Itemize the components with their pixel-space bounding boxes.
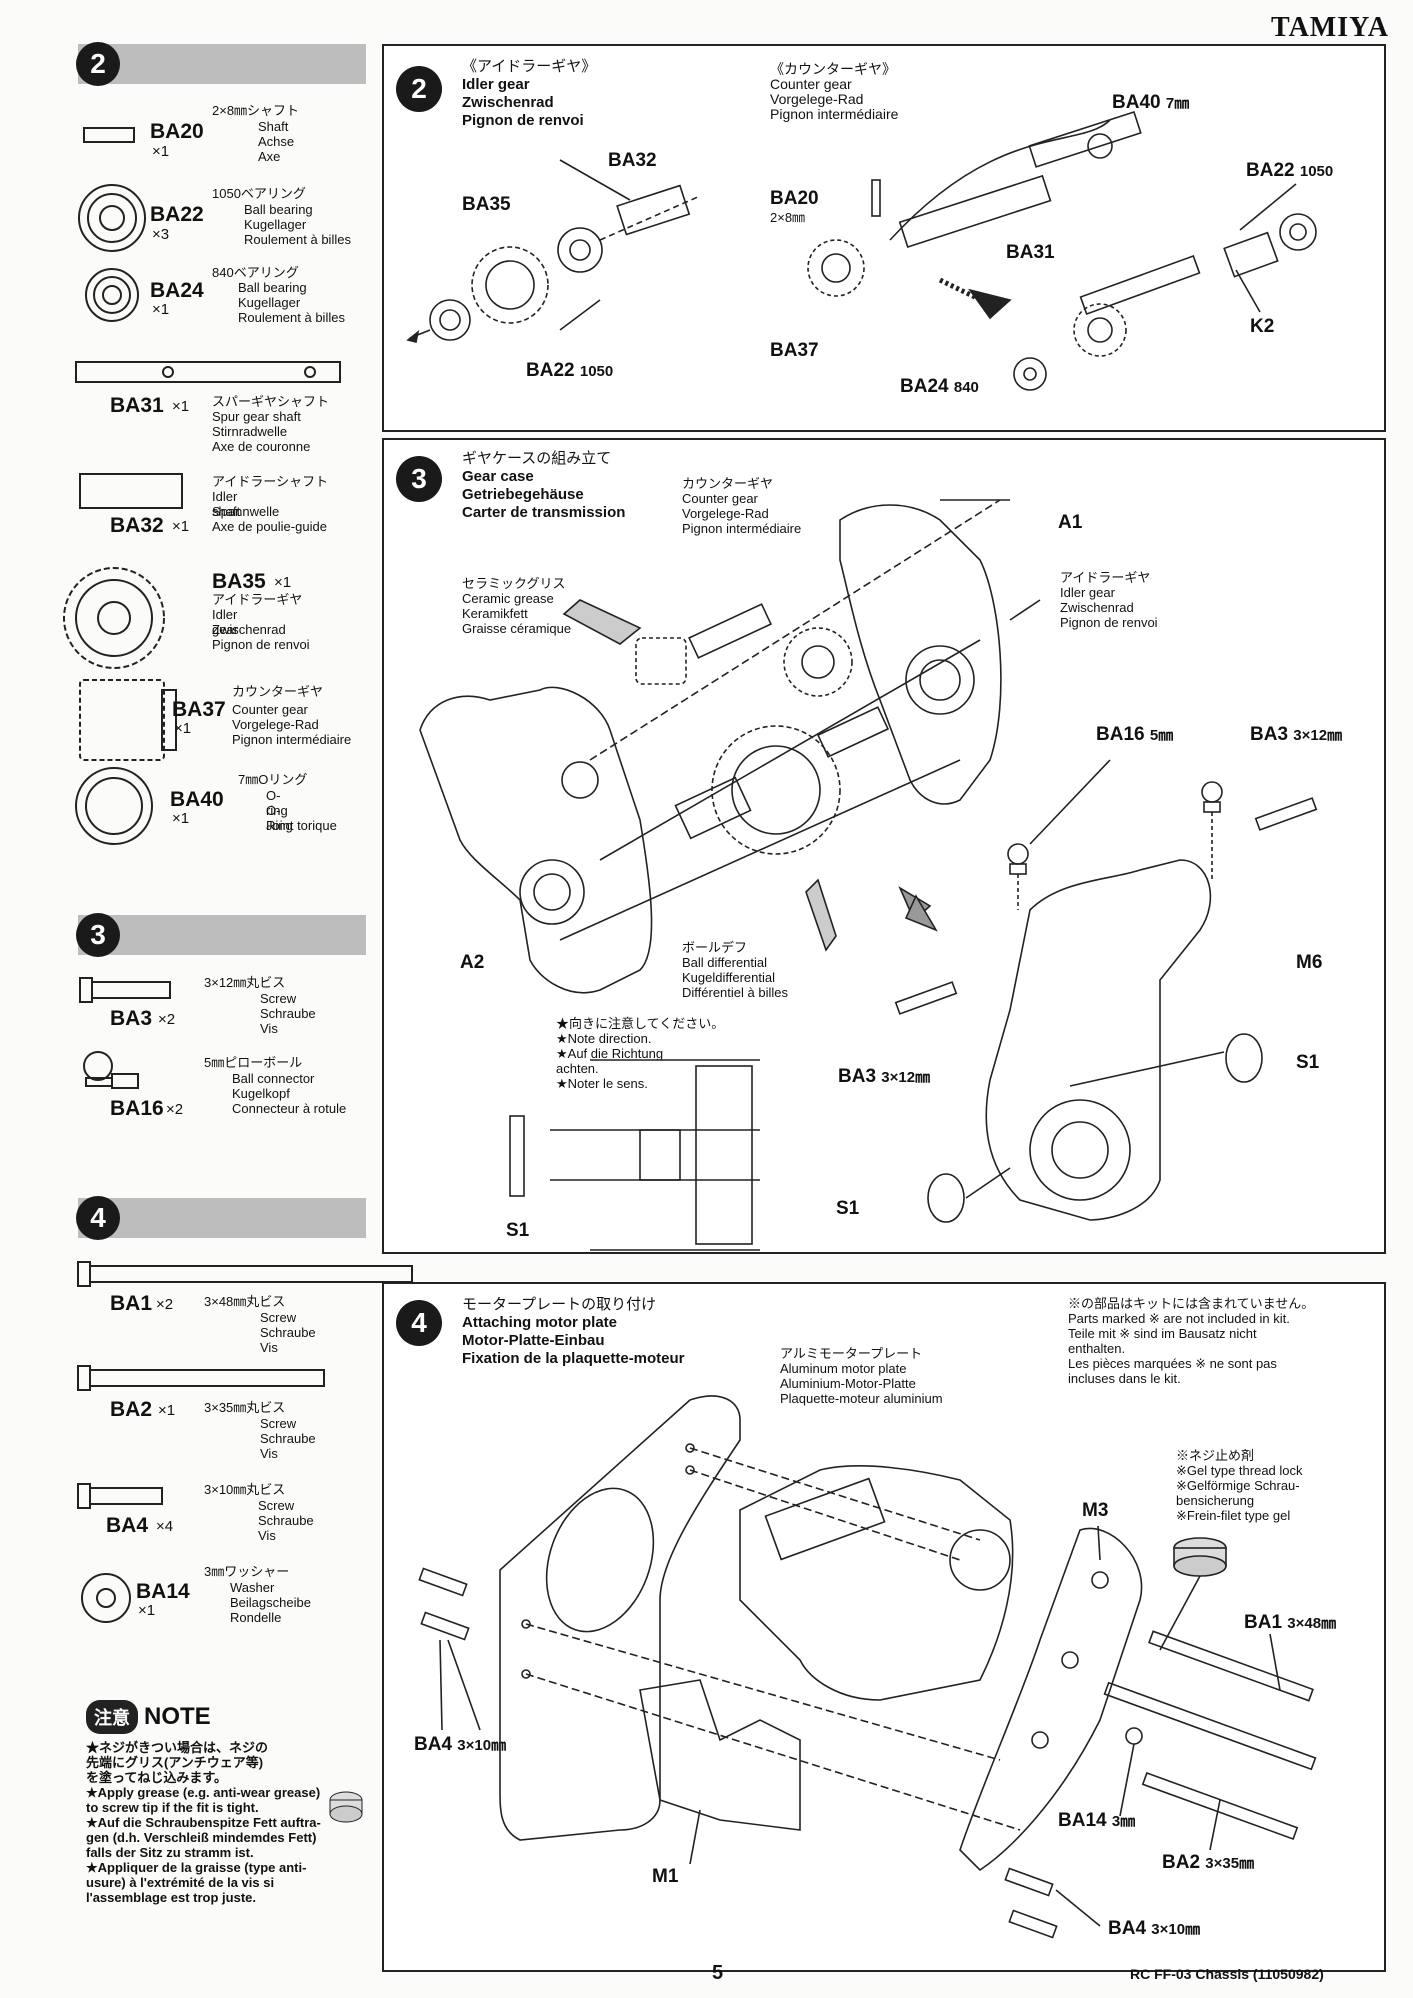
gear-case-title: ギヤケースの組み立て Gear case Getriebegehäuse Car… bbox=[462, 450, 626, 521]
step3-panel bbox=[382, 438, 1386, 1254]
sidebar-step3-number: 3 bbox=[76, 913, 120, 957]
ball-diff-label: ボールデフ Ball differential Kugeldifferentia… bbox=[682, 940, 788, 1000]
label-s1-a: S1 bbox=[1296, 1052, 1320, 1073]
step4-number: 4 bbox=[396, 1300, 442, 1346]
note-badge: 注意 bbox=[86, 1700, 138, 1734]
page-number: 5 bbox=[712, 1962, 724, 1984]
label-ba40: BA40 7㎜ bbox=[1112, 92, 1190, 113]
label-ba20-size: 2×8㎜ bbox=[770, 210, 806, 225]
label-s1-c: S1 bbox=[506, 1220, 530, 1241]
label-ba24: BA24 840 bbox=[900, 376, 979, 397]
label-ba20: BA20 bbox=[770, 188, 819, 209]
sidebar-step3-bar bbox=[78, 915, 366, 955]
label-ba1: BA1 3×48㎜ bbox=[1244, 1612, 1337, 1633]
label-ba16: BA16 5㎜ bbox=[1096, 724, 1174, 745]
label-a1: A1 bbox=[1058, 512, 1083, 533]
label-ba2: BA2 3×35㎜ bbox=[1162, 1852, 1255, 1873]
note-direction: ★向きに注意してください。 ★Note direction. ★Auf die … bbox=[556, 1016, 725, 1091]
brand-logo: TAMIYA bbox=[1270, 12, 1389, 43]
note-title: NOTE bbox=[144, 1703, 211, 1730]
label-ba31: BA31 bbox=[1006, 242, 1055, 263]
sidebar-step4-number: 4 bbox=[76, 1196, 120, 1240]
label-ba35: BA35 bbox=[462, 194, 511, 215]
label-m3: M3 bbox=[1082, 1500, 1109, 1521]
ceramic-grease-label: セラミックグリス Ceramic grease Keramikfett Grai… bbox=[462, 576, 572, 636]
counter-gear-title: 《カウンターギヤ》 Counter gear Vorgelege-Rad Pig… bbox=[770, 61, 899, 122]
shaft-icon bbox=[83, 127, 135, 143]
motor-plate-title: モータープレートの取り付け Attaching motor plate Moto… bbox=[462, 1296, 685, 1367]
label-ba4-b: BA4 3×10㎜ bbox=[1108, 1918, 1201, 1939]
label-a2: A2 bbox=[460, 952, 485, 973]
step2-number: 2 bbox=[396, 66, 442, 112]
model-label: RC FF-03 Chassis (11050982) bbox=[1130, 1966, 1324, 1982]
label-m1: M1 bbox=[652, 1866, 679, 1887]
note-box: 注意 NOTE ★ネジがきつい場合は、ネジの 先端にグリス(アンチウェア等) を… bbox=[86, 1700, 366, 1905]
label-ba4-a: BA4 3×10㎜ bbox=[414, 1734, 507, 1755]
label-ba37: BA37 bbox=[770, 340, 819, 361]
step3-counter-gear-label: カウンターギヤ Counter gear Vorgelege-Rad Pigno… bbox=[682, 476, 802, 536]
idler-gear-title: 《アイドラーギヤ》 Idler gear Zwischenrad Pignon … bbox=[462, 58, 597, 129]
thread-lock-label: ※ネジ止め剤 ※Gel type thread lock ※Gelförmige… bbox=[1176, 1448, 1303, 1523]
label-k2: K2 bbox=[1250, 316, 1275, 337]
sidebar-step2-bar bbox=[78, 44, 366, 84]
step3-idler-gear-label: アイドラーギヤ Idler gear Zwischenrad Pignon de… bbox=[1060, 570, 1158, 630]
label-ba14: BA14 3㎜ bbox=[1058, 1810, 1136, 1831]
label-m6: M6 bbox=[1296, 952, 1323, 973]
aluminum-plate-label: アルミモータープレート Aluminum motor plate Alumini… bbox=[780, 1346, 943, 1406]
sidebar-step4-bar bbox=[78, 1198, 366, 1238]
not-included-note: ※の部品はキットには含まれていません。 Parts marked ※ are n… bbox=[1068, 1296, 1315, 1386]
label-ba3-b: BA3 3×12㎜ bbox=[838, 1066, 931, 1087]
label-ba22-b: BA22 1050 bbox=[1246, 160, 1334, 181]
step2-panel bbox=[382, 44, 1386, 432]
label-ba22-a: BA22 1050 bbox=[526, 360, 614, 381]
sidebar-step2-number: 2 bbox=[76, 42, 120, 86]
label-s1-b: S1 bbox=[836, 1198, 860, 1219]
step3-number: 3 bbox=[396, 456, 442, 502]
label-ba32: BA32 bbox=[608, 150, 657, 171]
label-ba3-a: BA3 3×12㎜ bbox=[1250, 724, 1343, 745]
